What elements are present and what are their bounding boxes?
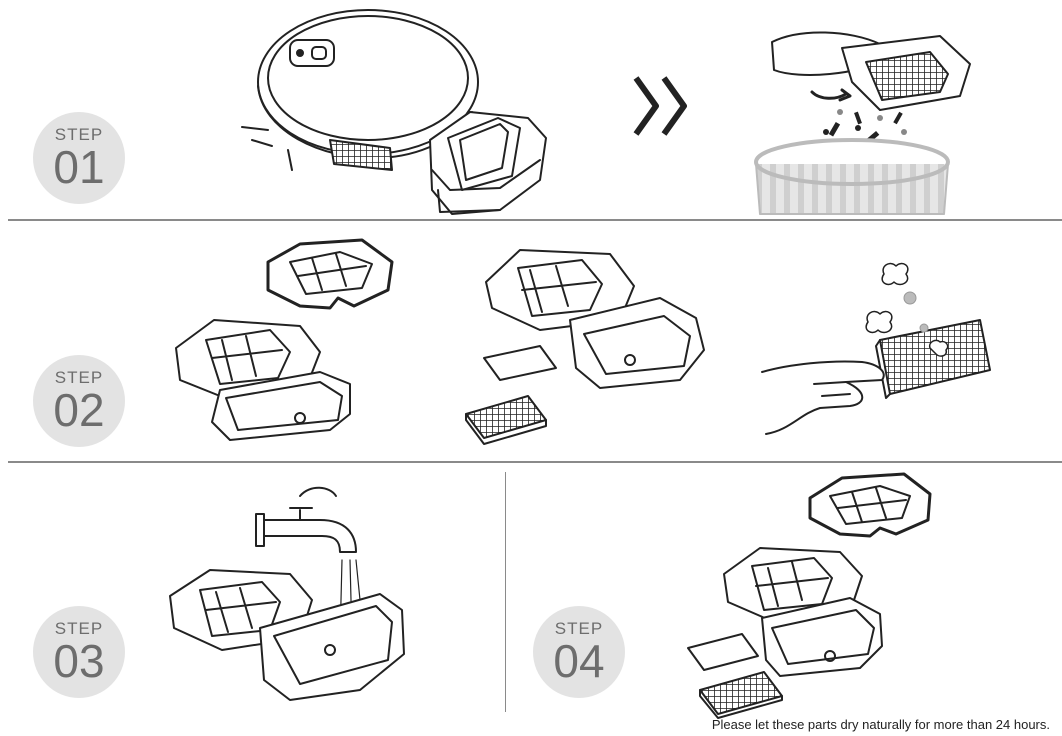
dustbin-removed-icon — [430, 112, 546, 214]
dustbin-washing-icon — [170, 570, 404, 700]
filter-frame-icon — [268, 240, 392, 308]
bin-emptying-icon — [772, 32, 970, 110]
sponge-filter-drying-icon — [688, 634, 758, 670]
hand-tapping-filter-icon — [762, 320, 990, 434]
double-chevron-icon — [636, 78, 684, 134]
filter-frame-drying-icon — [810, 474, 930, 536]
dustbin-open-icon — [176, 320, 350, 440]
hepa-filter-icon — [466, 396, 546, 444]
hepa-filter-drying-icon — [700, 672, 782, 718]
trash-can-icon — [756, 140, 948, 214]
sponge-filter-icon — [484, 346, 556, 380]
drying-note: Please let these parts dry naturally for… — [712, 717, 1050, 732]
